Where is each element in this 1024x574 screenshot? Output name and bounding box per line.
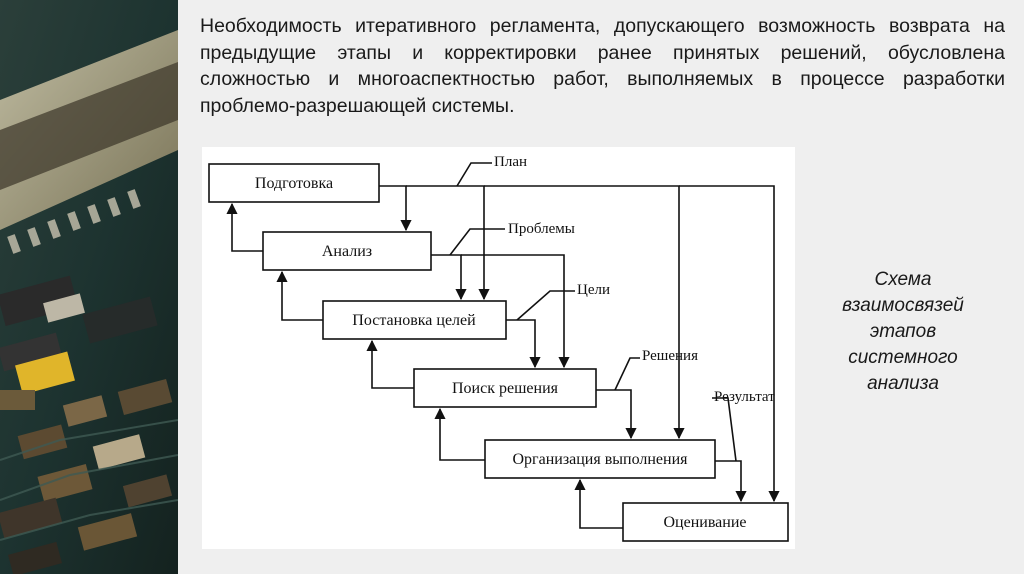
flow-search-to-implementation [596,389,637,440]
slide-heading: Необходимость итеративного регламента, д… [200,15,1005,117]
stage-label-implementation: Организация выполнения [512,451,688,468]
flow-preparation-to-analysis [379,185,412,232]
caption-line: взаимосвязей [842,295,964,316]
flow-label-plan: План [494,154,527,170]
circuit-board-photo [0,0,178,574]
flow-goals-to-search [506,319,541,369]
feedback-goals-to-analysis [276,270,323,321]
stage-label-evaluation: Оценивание [663,514,746,531]
stage-label-analysis: Анализ [322,243,372,260]
caption-line: системного [848,347,958,368]
feedback-search-to-goals [366,339,414,389]
stage-label-solution-search: Поиск решения [452,380,559,397]
flow-implementation-to-evaluation [715,460,747,503]
feedback-implementation-to-search [434,407,485,461]
caption-line: этапов [869,321,937,342]
feedback-evaluation-to-implementation [574,478,623,529]
stage-box-implementation [484,439,716,479]
flow-label-problems: Проблемы [508,221,575,237]
flow-analysis-to-goals [431,254,467,301]
flow-plan-to-evaluation [679,185,780,503]
caption-line: Схема [874,269,932,290]
flow-label-goals: Цели [577,282,610,298]
flow-problems-to-search [461,254,570,369]
diagram-caption: Схема взаимосвязей этапов системного ана… [808,267,998,397]
feedback-analysis-to-preparation [226,202,263,252]
stage-label-preparation: Подготовка [255,175,333,192]
stage-box-preparation [208,163,380,203]
flow-label-result: Результат [714,389,775,405]
stage-diagram: Подготовка Анализ Постановка целей Поиск… [202,147,795,549]
stage-label-goal-setting: Постановка целей [352,312,476,329]
stage-box-evaluation [622,502,789,542]
flow-label-solutions: Решения [642,348,698,364]
flow-plan-to-goals [406,185,490,301]
caption-line: анализа [867,373,939,394]
